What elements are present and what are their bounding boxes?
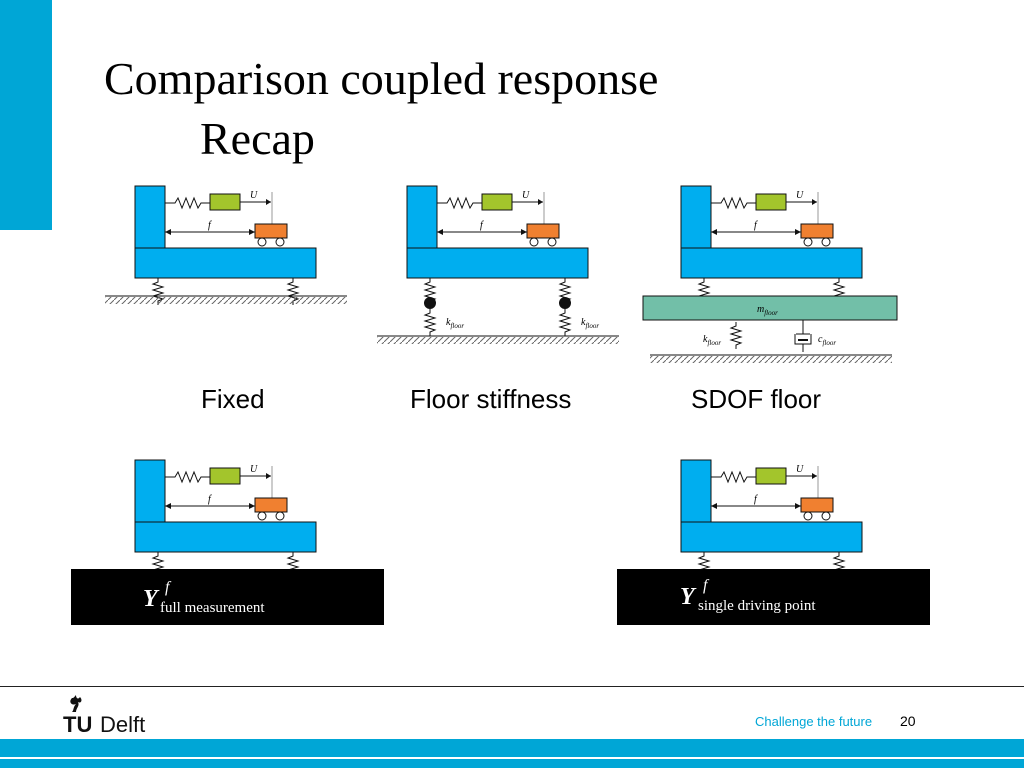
superscript-f-full: f (165, 579, 172, 596)
diagram-sdof-floor: mfloor U f kfloor cfloor (642, 185, 898, 363)
tu-delft-logo: TU Delft (63, 695, 145, 737)
corner-accent-bar (0, 0, 52, 230)
caption-fixed: Fixed (201, 384, 265, 414)
symbol-y-full: Y (143, 586, 160, 612)
label-u-1: U (250, 190, 258, 201)
subscript-full-measurement: full measurement (160, 600, 265, 616)
logo-delft-text: Delft (100, 712, 145, 737)
label-kfloor-sdof: kfloor (703, 334, 721, 347)
label-f-3: f (754, 220, 758, 231)
label-f-2: f (480, 220, 484, 231)
page-number: 20 (900, 713, 916, 729)
label-cfloor: cfloor (818, 334, 836, 347)
caption-floor-stiffness: Floor stiffness (410, 384, 572, 414)
slide-title: Comparison coupled response (104, 53, 659, 104)
label-mfloor: mfloor (757, 304, 778, 317)
label-u-2: U (522, 190, 530, 201)
footer-divider (0, 686, 1024, 687)
superscript-f-single: f (703, 577, 710, 594)
caption-sdof-floor: SDOF floor (691, 384, 822, 414)
label-f-4: f (208, 494, 212, 505)
label-u-5: U (796, 464, 804, 475)
footer-tagline: Challenge the future (755, 714, 873, 729)
label-kfloor-left: kfloor (446, 317, 464, 330)
logo-tu-text: TU (63, 712, 92, 737)
diagram-fixed: U f (105, 185, 347, 306)
footer-bar (0, 739, 1024, 768)
diagram-floor-stiffness: U f kfloor kfloor (377, 185, 619, 344)
slide-subtitle: Recap (200, 113, 315, 164)
footer-bar-stripe (0, 757, 1024, 759)
label-f-1: f (208, 220, 212, 231)
label-u-3: U (796, 190, 804, 201)
label-kfloor-right: kfloor (581, 317, 599, 330)
label-u-4: U (250, 464, 258, 475)
diagram-full-measurement: Y f full measurement U f (71, 459, 384, 625)
subscript-single-driving-point: single driving point (698, 598, 816, 614)
diagram-single-driving-point: Y f single driving point U f (617, 459, 930, 625)
label-f-5: f (754, 494, 758, 505)
symbol-y-single: Y (680, 584, 697, 610)
